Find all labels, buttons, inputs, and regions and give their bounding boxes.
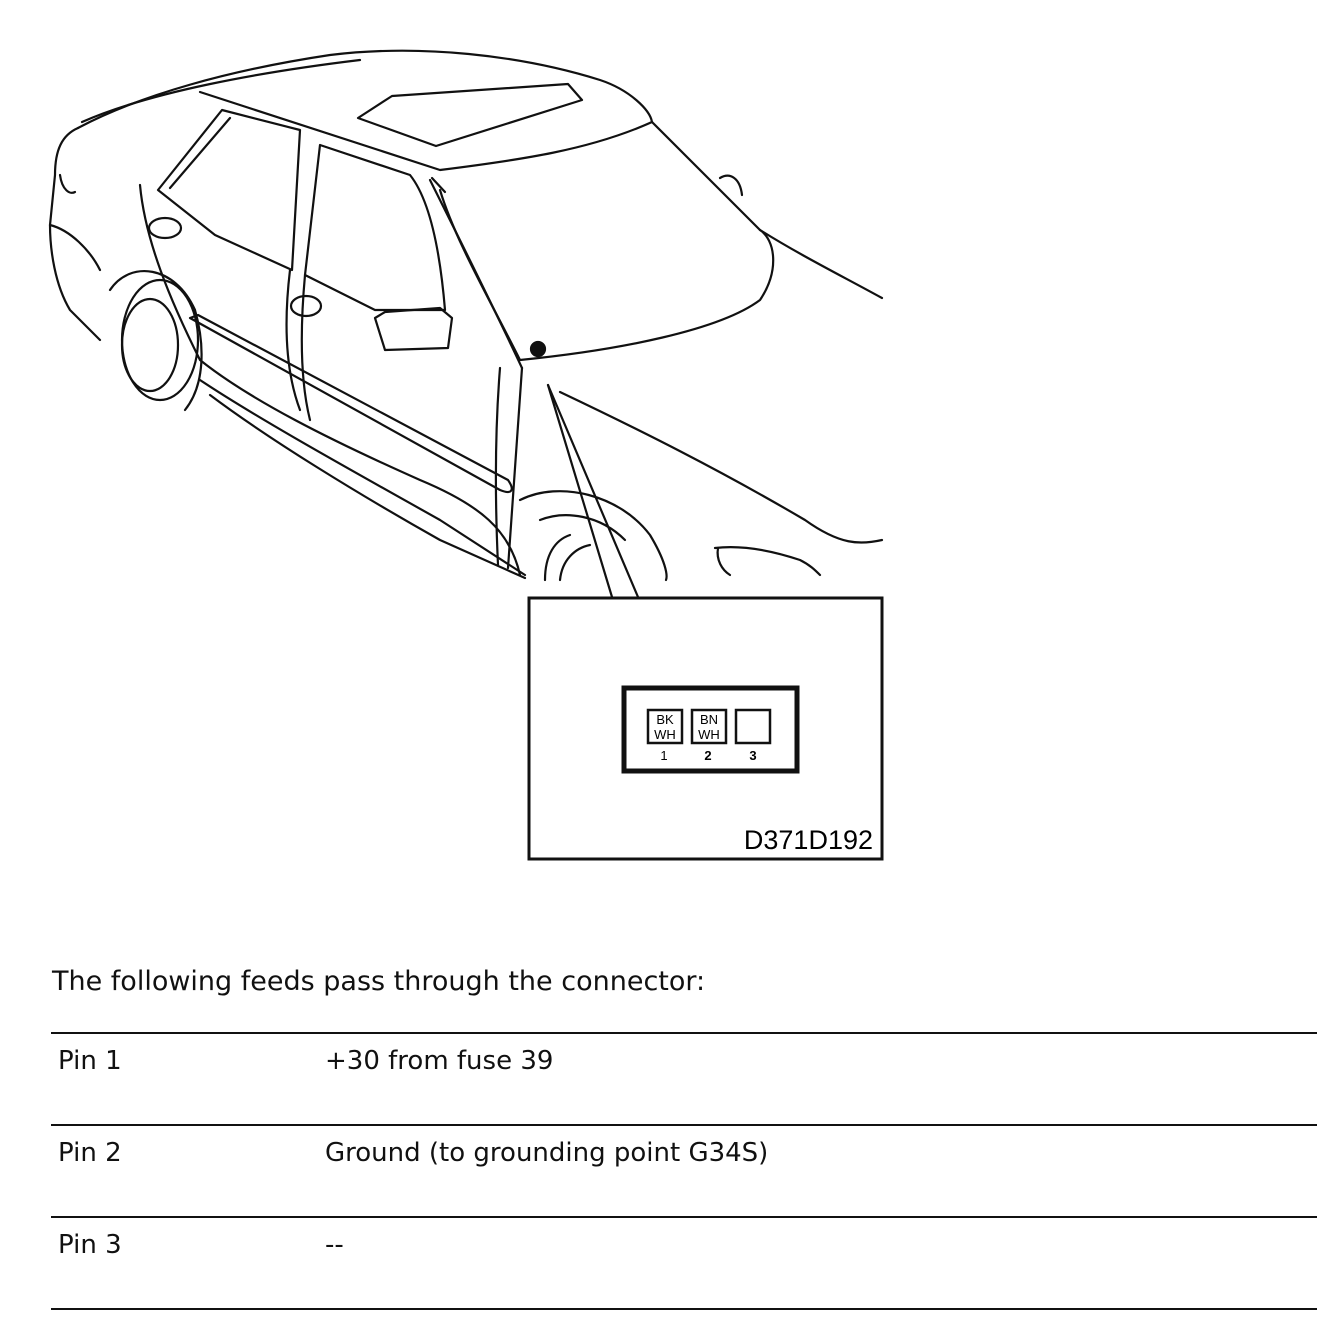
pin-description: +30 from fuse 39 — [325, 1046, 554, 1076]
pin-1-number: 1 — [660, 748, 667, 763]
pin-1-wire-top: BK — [656, 712, 674, 727]
pin-3-terminal — [734, 708, 772, 745]
pin-description: Ground (to grounding point G34S) — [325, 1138, 769, 1168]
caption: The following feeds pass through the con… — [52, 966, 706, 997]
pin-table: Pin 1 +30 from fuse 39 Pin 2 Ground (to … — [51, 1032, 1317, 1310]
inset-frame — [527, 596, 884, 861]
pin-label: Pin 2 — [58, 1138, 122, 1168]
car-connector-diagram: BK WH 1 BN WH 2 3 D371D192 — [48, 49, 884, 861]
pin-3-number: 3 — [749, 748, 756, 763]
car-outline-drawing — [48, 49, 884, 599]
pin-2-number: 2 — [704, 748, 711, 763]
table-row: Pin 2 Ground (to grounding point G34S) — [51, 1124, 1317, 1216]
pin-2-wire-top: BN — [700, 712, 718, 727]
pin-2-wire-bottom: WH — [698, 727, 720, 742]
pin-description: -- — [325, 1230, 344, 1260]
pin-2-terminal — [690, 708, 728, 745]
figure-id: D371D192 — [744, 825, 873, 855]
table-row: Pin 3 -- — [51, 1216, 1317, 1310]
table-row: Pin 1 +30 from fuse 39 — [51, 1032, 1317, 1124]
pin-label: Pin 1 — [58, 1046, 122, 1076]
pin-label: Pin 3 — [58, 1230, 122, 1260]
pin-1-wire-bottom: WH — [654, 727, 676, 742]
pin-1-terminal — [646, 708, 684, 745]
